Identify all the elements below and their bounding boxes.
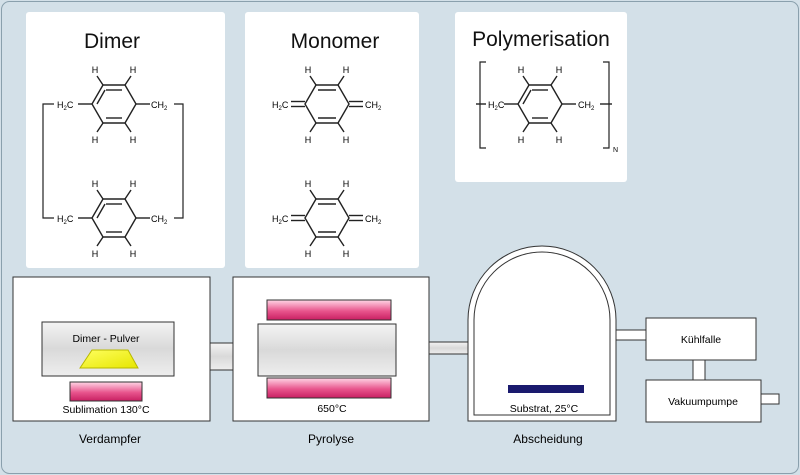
tube-chamber-coldtrap [613, 329, 647, 341]
sublimation-heater [69, 381, 143, 402]
vacuum-pump-label: Vakuumpumpe [668, 396, 738, 408]
atom-h: H [92, 249, 99, 259]
label-h2c: H2C [272, 214, 289, 226]
pyrolysis-heater-bottom [266, 377, 392, 399]
cold-trap-box [645, 317, 757, 361]
tube-coldtrap-pump [692, 359, 706, 381]
pyrolysis-heater-top [266, 299, 392, 321]
monomer-title: Monomer [291, 30, 380, 53]
atom-h: H [92, 135, 99, 145]
atom-h: H [518, 65, 525, 75]
polymer-ring [476, 75, 612, 133]
deposition-chamber: Substrat, 25°C Abscheidung [467, 245, 617, 446]
dimer-top-ring [78, 75, 150, 133]
label-ch2: CH2 [151, 100, 168, 112]
pyrolysis-caption: Pyrolyse [308, 432, 354, 446]
atom-h: H [130, 135, 137, 145]
polymer-panel: Polymerisation H H H H H2C CH2 N [455, 12, 627, 182]
atom-h: H [305, 249, 312, 259]
chamber-bell-inner [473, 251, 611, 416]
polymer-panel-box [455, 12, 627, 182]
dimer-bridges [42, 103, 184, 219]
atom-h: H [343, 65, 350, 75]
atom-h: H [130, 249, 137, 259]
evaporator: Dimer - Pulver Sublimation 130°C Verdamp… [12, 276, 211, 446]
substrate [508, 385, 584, 393]
polymer-n-subscript: N [613, 147, 618, 154]
monomer-top-ring [291, 75, 363, 133]
dimer-powder [79, 349, 139, 369]
label-ch2: CH2 [578, 100, 595, 112]
pump-outlet [760, 393, 780, 405]
atom-h: H [556, 65, 563, 75]
powder-label: Dimer - Pulver [72, 333, 140, 345]
cold-trap-label: Kühlfalle [681, 334, 721, 346]
polymer-title: Polymerisation [472, 28, 610, 51]
polymer-brackets [479, 61, 610, 149]
label-ch2: CH2 [365, 214, 382, 226]
dimer-panel: Dimer H H H H H2C CH2 [26, 12, 225, 268]
label-h2c: H2C [57, 100, 74, 112]
pyrolysis-tube [257, 323, 397, 377]
atom-h: H [343, 135, 350, 145]
substrate-label: Substrat, 25°C [510, 403, 579, 415]
dimer-title: Dimer [84, 30, 140, 53]
evaporator-caption: Verdampfer [79, 432, 141, 446]
deposition-caption: Abscheidung [513, 432, 582, 446]
atom-h: H [305, 65, 312, 75]
atom-h: H [556, 135, 563, 145]
atom-h: H [92, 179, 99, 189]
label-ch2: CH2 [151, 214, 168, 226]
vacuum-pump-box [645, 379, 762, 423]
atom-h: H [343, 249, 350, 259]
cold-trap: Kühlfalle [645, 317, 757, 361]
atom-h: H [305, 135, 312, 145]
pyrolysis-temp-label: 650°C [317, 403, 347, 415]
label-h2c: H2C [272, 100, 289, 112]
label-h2c: H2C [488, 100, 505, 112]
atom-h: H [518, 135, 525, 145]
label-ch2: CH2 [365, 100, 382, 112]
monomer-bottom-ring [291, 189, 363, 247]
atom-h: H [343, 179, 350, 189]
atom-h: H [305, 179, 312, 189]
monomer-panel-box [245, 12, 419, 268]
sublimation-label: Sublimation 130°C [62, 404, 149, 416]
label-h2c: H2C [57, 214, 74, 226]
dimer-bottom-ring [78, 189, 150, 247]
pyrolysis-furnace: 650°C Pyrolyse [232, 276, 430, 446]
atom-h: H [130, 179, 137, 189]
atom-h: H [92, 65, 99, 75]
monomer-panel: Monomer H H H H H2C CH2 [245, 12, 419, 268]
vacuum-pump: Vakuumpumpe [645, 379, 762, 423]
atom-h: H [130, 65, 137, 75]
dimer-panel-box [26, 12, 225, 268]
